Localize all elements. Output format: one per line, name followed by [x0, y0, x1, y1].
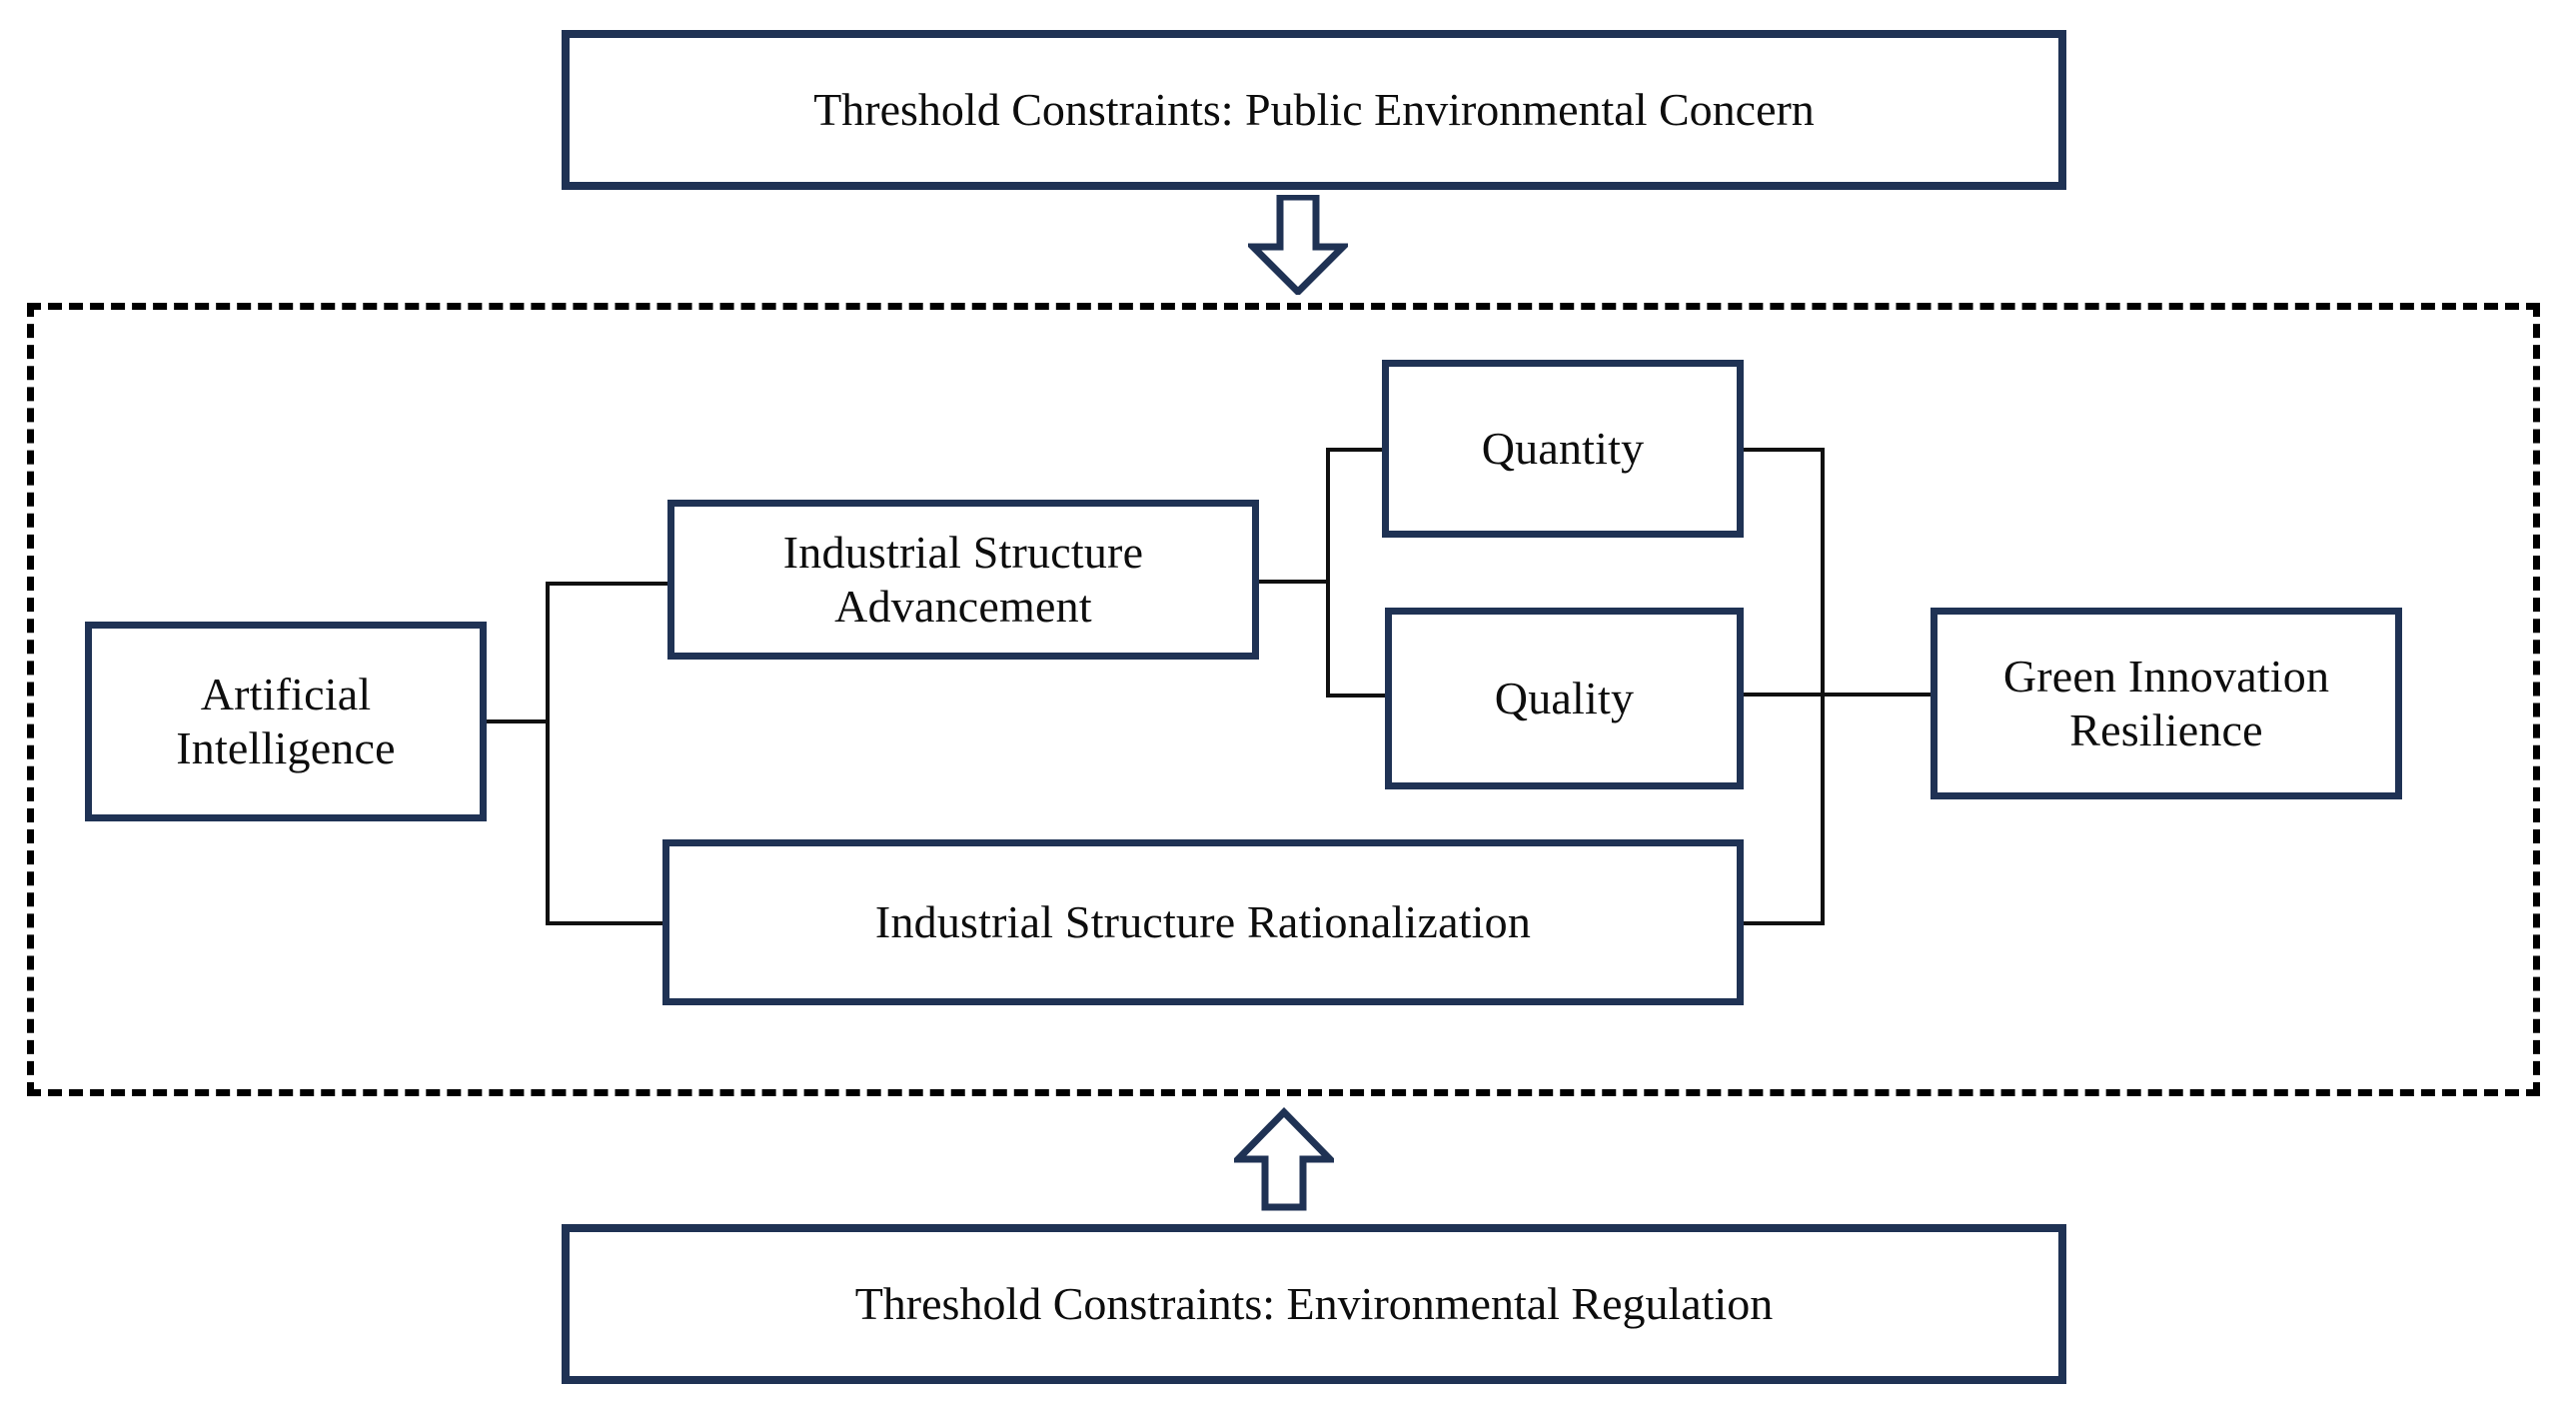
connector-ai-to-trunk — [487, 719, 549, 723]
node-quality: Quality — [1385, 608, 1744, 789]
node-green-innovation-resilience: Green Innovation Resilience — [1931, 608, 2402, 799]
node-artificial-intelligence: Artificial Intelligence — [85, 622, 487, 821]
connector-trunk-merge-outcome — [1821, 448, 1825, 925]
node-quantity-label: Quantity — [1481, 422, 1645, 474]
threshold-constraints-bottom-label: Threshold Constraints: Environmental Reg… — [854, 1277, 1774, 1329]
node-industrial-structure-advancement: Industrial Structure Advancement — [667, 500, 1259, 660]
connector-trunk-advancement-split — [1326, 448, 1330, 698]
up-block-arrow-svg — [1234, 1107, 1334, 1211]
connector-trunk-to-rationalization — [546, 921, 664, 925]
node-industrial-structure-rationalization-label: Industrial Structure Rationalization — [874, 895, 1532, 947]
connector-quantity-to-trunk — [1741, 448, 1825, 452]
threshold-constraints-bottom-box: Threshold Constraints: Environmental Reg… — [562, 1224, 2066, 1384]
node-industrial-structure-advancement-label: Industrial Structure Advancement — [782, 526, 1144, 632]
connector-quality-to-trunk — [1741, 693, 1825, 697]
up-block-arrow-icon — [1234, 1107, 1334, 1211]
connector-trunk-to-quality — [1326, 694, 1386, 698]
connector-trunk-to-quantity — [1326, 448, 1384, 452]
node-quantity: Quantity — [1382, 360, 1744, 538]
node-industrial-structure-rationalization: Industrial Structure Rationalization — [662, 839, 1744, 1005]
node-quality-label: Quality — [1494, 672, 1635, 723]
connector-advancement-to-trunk — [1257, 580, 1329, 584]
threshold-constraints-top-label: Threshold Constraints: Public Environmen… — [813, 83, 1815, 135]
node-artificial-intelligence-label: Artificial Intelligence — [176, 668, 396, 773]
connector-trunk-to-advancement — [546, 582, 671, 586]
down-block-arrow-svg — [1248, 195, 1348, 295]
down-block-arrow-icon — [1248, 195, 1348, 295]
node-green-innovation-resilience-label: Green Innovation Resilience — [2002, 650, 2330, 755]
connector-trunk-ai-split — [546, 582, 550, 925]
connector-trunk-to-green-innovation — [1821, 693, 1932, 697]
threshold-constraints-top-box: Threshold Constraints: Public Environmen… — [562, 30, 2066, 190]
mediation-dashed-region — [27, 303, 2540, 1096]
connector-rationalization-to-trunk — [1741, 921, 1825, 925]
